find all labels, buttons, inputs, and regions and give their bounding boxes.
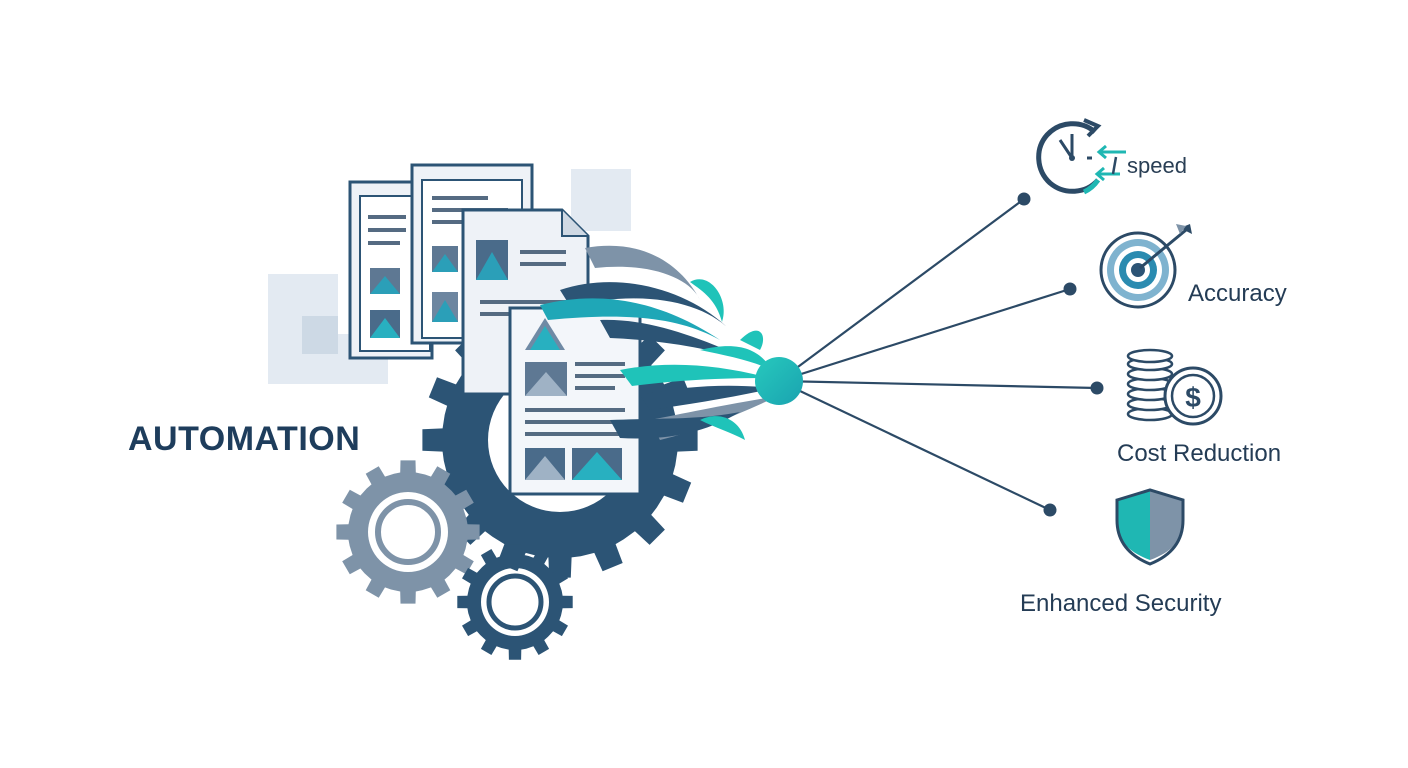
shield-icon xyxy=(1115,488,1185,566)
target-icon xyxy=(1099,224,1192,309)
coin-stack-dollar-icon: $ xyxy=(1126,348,1223,426)
document-stack-icon xyxy=(348,163,642,496)
connector-lines xyxy=(778,198,1098,511)
benefit-label-cost-reduction: Cost Reduction xyxy=(1117,440,1282,467)
document-icon xyxy=(508,306,642,496)
hub-node xyxy=(755,357,803,405)
data-stream-graphic xyxy=(540,245,778,440)
diagram-title: AUTOMATION xyxy=(128,420,361,458)
benefit-label-accuracy: Accuracy xyxy=(1188,280,1287,307)
benefit-label-speed: speed xyxy=(1127,153,1187,178)
small-gear-icon xyxy=(457,544,573,660)
medium-gear-icon xyxy=(336,460,480,604)
background-squares xyxy=(268,169,631,384)
connector-endpoints xyxy=(1017,192,1104,517)
svg-text:$: $ xyxy=(1185,382,1201,413)
stopwatch-icon xyxy=(1036,118,1126,195)
benefit-label-enhanced-security: Enhanced Security xyxy=(1020,590,1222,617)
